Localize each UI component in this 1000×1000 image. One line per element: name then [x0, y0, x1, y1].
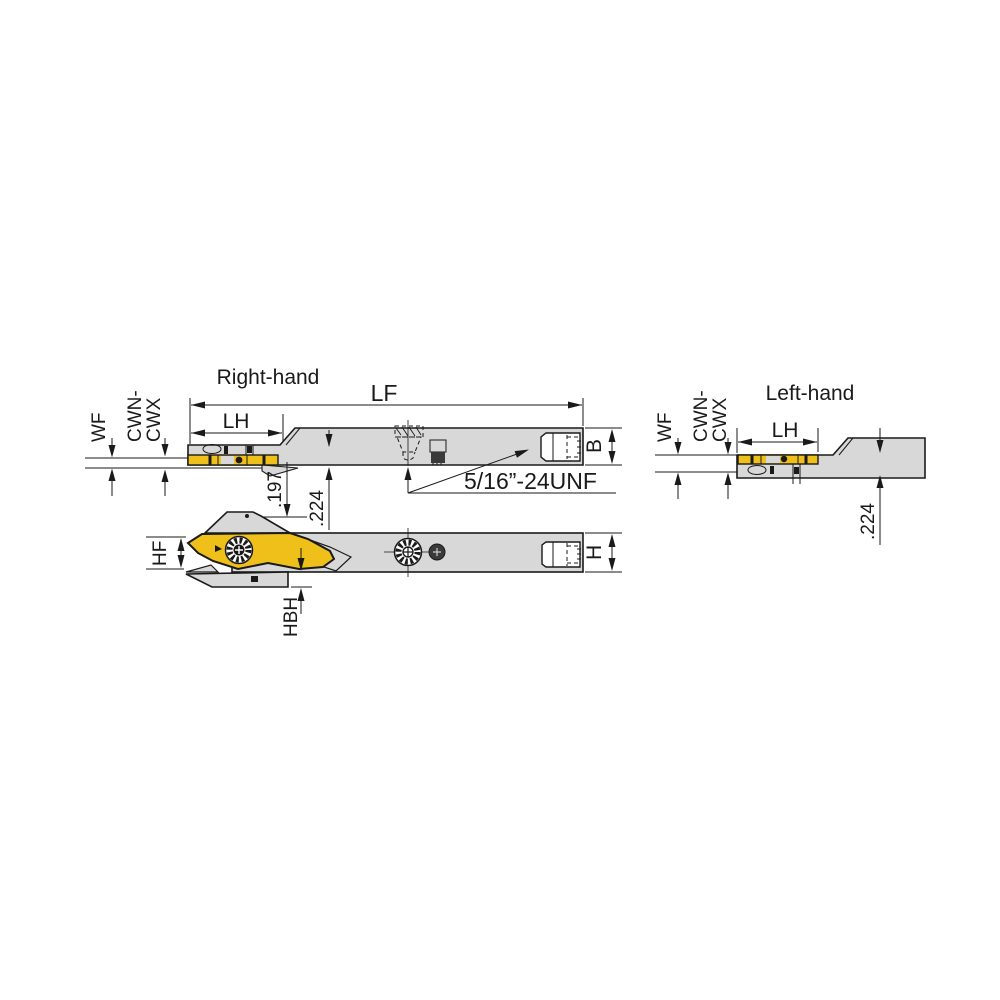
- right-hand-top-view: [85, 420, 584, 477]
- hf-label: HF: [150, 541, 171, 566]
- set-screw-top: [429, 439, 447, 465]
- left-hand-title: Left-hand: [766, 382, 855, 405]
- right-hand-top-dimensions: LF LH WF CWN- CWX B .224: [89, 380, 622, 530]
- cwn-label-left-1: CWN-: [691, 390, 712, 442]
- left-hand-top-dimensions: LH WF CWN- CWX .224: [655, 390, 884, 545]
- clamp-screw-hidden: [394, 420, 424, 466]
- cwn-label-right-2: CWX: [144, 397, 165, 442]
- wf-label-left: WF: [655, 412, 676, 442]
- thread-label: 5/16”-24UNF: [464, 468, 597, 494]
- lh-label-right: LH: [223, 410, 250, 433]
- rear-block-front: [541, 541, 581, 568]
- right-hand-front-dimensions: HF HBH H: [146, 532, 622, 637]
- h-label: H: [583, 545, 606, 560]
- cwn-label-left-2: CWX: [710, 397, 731, 442]
- depth-label: .197: [265, 471, 286, 508]
- lh-label-left: LH: [772, 419, 799, 442]
- torx-screw-front: [224, 528, 446, 577]
- right-hand-front-view: [185, 511, 584, 588]
- left-hand-top-view: [655, 437, 926, 484]
- b-label: B: [583, 439, 606, 453]
- edge-height-right-label: .224: [307, 490, 328, 527]
- cwn-label-right-1: CWN-: [125, 390, 146, 442]
- lf-label: LF: [371, 380, 398, 406]
- hbh-label: HBH: [281, 597, 302, 637]
- edge-height-left-label: .224: [858, 503, 879, 540]
- rear-block-top: [540, 432, 581, 462]
- right-hand-title: Right-hand: [217, 366, 320, 389]
- wf-label-right: WF: [89, 412, 110, 442]
